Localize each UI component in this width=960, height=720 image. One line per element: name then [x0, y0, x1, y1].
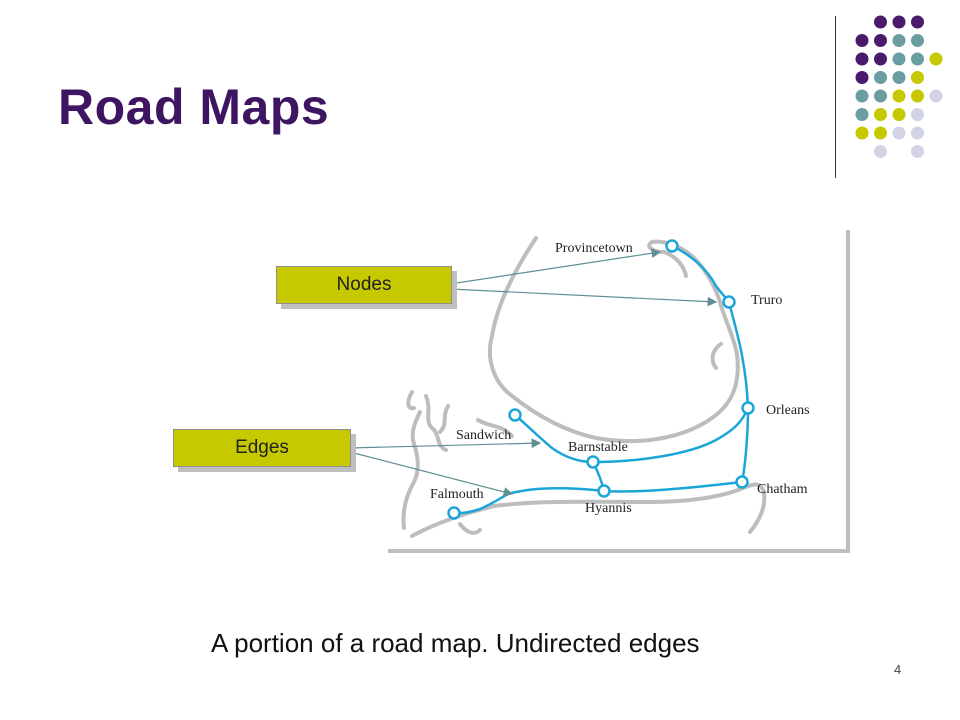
decorative-dot	[874, 89, 887, 103]
arrow-edges-to-falmouth-hyannis	[349, 451, 514, 497]
arrow-edges-to-sandwich-barnstable	[349, 438, 542, 449]
town-label-orleans: Orleans	[766, 403, 810, 418]
decorative-dot	[911, 89, 924, 103]
decorative-dot	[874, 15, 887, 29]
decorative-dot	[892, 126, 906, 140]
map-nodes	[447, 239, 755, 520]
town-label-provincetown: Provincetown	[555, 241, 633, 256]
node-orleans	[741, 401, 755, 415]
edge-barnstable-orleans	[591, 406, 750, 464]
arrow-nodes-to-truro	[449, 288, 718, 307]
town-label-chatham: Chatham	[757, 482, 808, 497]
decorative-dot	[911, 108, 924, 121]
nodes-callout: Nodes	[276, 266, 452, 304]
callout-arrows	[349, 248, 718, 497]
decorative-dot	[874, 71, 887, 84]
town-label-truro: Truro	[751, 293, 782, 308]
decorative-dot	[892, 34, 906, 47]
node-provincetown	[665, 239, 679, 253]
page-number: 4	[894, 662, 902, 677]
decorative-dot-grid	[855, 15, 943, 158]
node-sandwich	[508, 408, 522, 422]
edge-truro-orleans	[727, 300, 750, 410]
decorative-dot	[874, 52, 887, 66]
arrow-nodes-to-provincetown	[449, 248, 662, 285]
decorative-dot	[855, 89, 869, 103]
decorative-dot	[855, 108, 869, 121]
decorative-dot	[892, 52, 906, 66]
decorative-dot	[892, 108, 906, 121]
decorative-dot	[874, 108, 887, 121]
decorative-dot	[911, 52, 924, 66]
decorative-dot	[911, 126, 924, 140]
slide-caption: A portion of a road map. Undirected edge…	[211, 628, 700, 658]
edges-callout: Edges	[173, 429, 351, 467]
decorative-dot	[874, 34, 887, 47]
decorative-dot	[892, 89, 906, 103]
decorative-dot	[855, 52, 869, 66]
node-truro	[722, 295, 736, 309]
town-label-barnstable: Barnstable	[568, 440, 628, 455]
edge-sandwich-barnstable	[513, 413, 595, 464]
town-label-hyannis: Hyannis	[585, 501, 632, 516]
decorative-dot	[911, 145, 924, 158]
edge-hyannis-chatham	[602, 480, 744, 493]
town-label-sandwich: Sandwich	[456, 428, 511, 443]
decorative-dot	[929, 89, 943, 103]
town-label-falmouth: Falmouth	[430, 487, 484, 502]
map-frame	[384, 226, 846, 549]
node-hyannis	[597, 484, 611, 498]
edges-callout-label: Edges	[235, 437, 289, 458]
decorative-dot	[911, 71, 924, 84]
title-divider-line	[835, 16, 836, 178]
decorative-dot	[874, 126, 887, 140]
decorative-dot	[892, 71, 906, 84]
decorative-dot	[929, 52, 943, 66]
nodes-callout-label: Nodes	[336, 274, 392, 295]
decorative-dot	[874, 145, 887, 158]
slide-title: Road Maps	[58, 79, 330, 135]
decorative-dot	[892, 15, 906, 29]
node-chatham	[735, 475, 749, 489]
decorative-dot	[855, 71, 869, 84]
decorative-dot	[855, 34, 869, 47]
node-barnstable	[586, 455, 600, 469]
decorative-dot	[855, 126, 869, 140]
decorative-dot	[911, 15, 924, 29]
road-edges	[452, 244, 750, 515]
node-falmouth	[447, 506, 461, 520]
decorative-dot	[911, 34, 924, 47]
